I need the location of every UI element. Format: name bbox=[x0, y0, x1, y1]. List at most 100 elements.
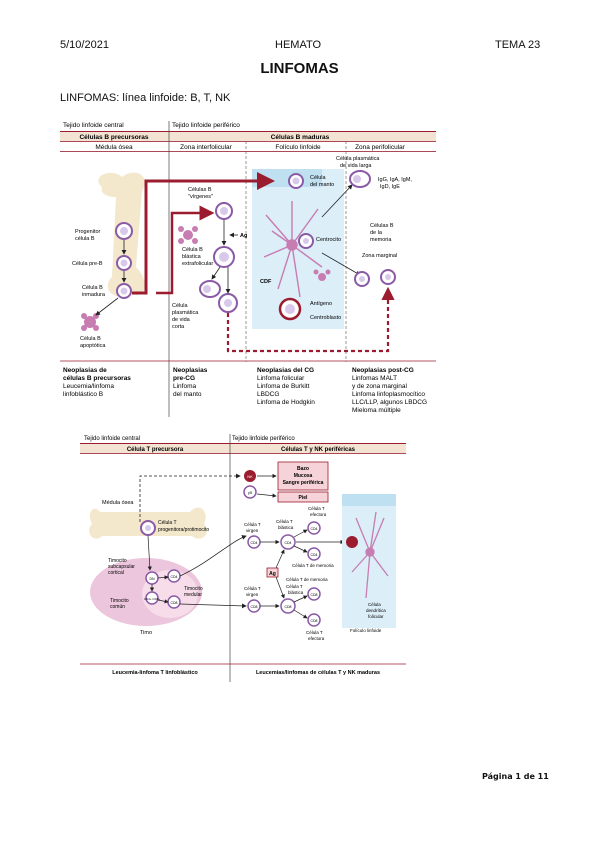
svg-text:CD4: CD4 bbox=[310, 553, 317, 557]
label-plasma-long-2: de vida larga bbox=[340, 163, 372, 169]
neo-postcg-3: y de zona marginal bbox=[352, 383, 407, 390]
fig2-head-peripheral: Células T y NK periféricas bbox=[281, 447, 356, 453]
label-naive2-1: Célula T bbox=[244, 586, 261, 591]
label-follicle: Folículo linfoide bbox=[350, 628, 382, 633]
neo-precursor-1: Neoplasias de bbox=[63, 367, 107, 374]
fig1-head-mature: Células B maduras bbox=[271, 134, 330, 141]
neo-precursor-2: células B precursoras bbox=[63, 375, 131, 382]
header-topic: TEMA 23 bbox=[495, 39, 541, 51]
immature-b-cell bbox=[116, 283, 132, 299]
label-plasma-long-1: Célula plasmática bbox=[336, 156, 380, 162]
gd-t-cell: γδ bbox=[243, 485, 257, 499]
centrocyte bbox=[298, 233, 314, 249]
page-footer: Página 1 de 11 bbox=[482, 772, 549, 781]
page-title: LINFOMAS bbox=[260, 60, 339, 77]
label-thymocyte-1: Timocito bbox=[108, 558, 127, 564]
label-effector2-2: efectora bbox=[308, 636, 325, 641]
label-effector1-2: efectora bbox=[310, 512, 327, 517]
neo-postcg-5: LLC/LLP, algunos LBDCG bbox=[352, 399, 427, 406]
page-subtitle: LINFOMAS: línea linfoide: B, T, NK bbox=[60, 92, 231, 104]
skin-box bbox=[277, 491, 329, 503]
neo-cg-2: Linfoma folicular bbox=[257, 375, 305, 382]
label-medullary-1: Timocito bbox=[184, 586, 203, 592]
neo-precg-2: pre-CG bbox=[173, 375, 195, 382]
label-memory-2: de la bbox=[370, 230, 383, 236]
pre-b-cell bbox=[116, 255, 132, 271]
svg-text:CD8: CD8 bbox=[250, 605, 257, 609]
label-memory-1: Células B bbox=[370, 223, 394, 229]
neo-postcg-1: Neoplasias post-CG bbox=[352, 367, 414, 374]
neo-cg-5: Linfoma de Hodgkin bbox=[257, 399, 315, 406]
label-common-2: común bbox=[110, 604, 125, 610]
dp-thymocyte: CD4+ CD8+ bbox=[144, 591, 161, 605]
neo-cg-4: LBDCG bbox=[257, 391, 279, 398]
fig1-head-precursor: Células B precursoras bbox=[79, 134, 148, 141]
svg-text:CD8: CD8 bbox=[284, 605, 291, 609]
label-marrow: Médula ósea bbox=[102, 500, 134, 506]
neo-cg-3: Linfoma de Burkitt bbox=[257, 383, 310, 390]
header-date: 5/10/2021 bbox=[60, 39, 109, 51]
box-skin: Piel bbox=[299, 495, 309, 501]
cd4-thymocyte: CD4 bbox=[167, 569, 181, 583]
label-blast1-2: blástica bbox=[278, 525, 294, 530]
neo-postcg-6: Mieloma múltiple bbox=[352, 407, 401, 414]
label-blastic-1: Célula B bbox=[182, 247, 203, 253]
label-naive1-2: virgen bbox=[246, 528, 259, 533]
label-antigen: Antígeno bbox=[310, 301, 332, 307]
blastic-b-cell-2 bbox=[218, 293, 238, 313]
neo-precg-3: Linfoma bbox=[173, 383, 197, 390]
label-fdc-3: folicular bbox=[368, 614, 384, 619]
label-naive-1: Células B bbox=[188, 187, 212, 193]
organ-box bbox=[277, 461, 329, 491]
label-thymus: Timo bbox=[140, 630, 152, 636]
long-lived-plasma-cell bbox=[349, 170, 371, 188]
blastic-b-cell bbox=[213, 246, 235, 268]
mantle-cell bbox=[288, 173, 304, 189]
label-blast1-1: Célula T bbox=[276, 519, 293, 524]
fig1-zone-follicle: Folículo linfoide bbox=[275, 144, 321, 151]
t-follicular-dendritic-cell bbox=[351, 511, 389, 599]
antigen-complex bbox=[313, 269, 331, 281]
neo-precg-4: del manto bbox=[173, 391, 202, 398]
dn-thymocyte: DN bbox=[145, 571, 159, 585]
label-naive-2: "vírgenes" bbox=[188, 194, 213, 200]
cd4-naive-cell: CD4 bbox=[247, 535, 261, 549]
label-igs-2: IgD, IgE bbox=[380, 184, 400, 190]
neo-cg-1: Neoplasias del CG bbox=[257, 367, 314, 374]
neo-postcg-4: Linfoma linfoplasmocítico bbox=[352, 391, 425, 398]
cd4-memory-cell: CD4 bbox=[307, 547, 321, 561]
svg-text:DN: DN bbox=[149, 577, 155, 581]
label-plasma-short-2: plasmática bbox=[172, 310, 199, 316]
label-naive1-1: Célula T bbox=[244, 522, 261, 527]
neo-precg-1: Neoplasias bbox=[173, 367, 208, 374]
box-blood: Sangre periférica bbox=[283, 480, 324, 486]
label-marginal: Zona marginal bbox=[362, 253, 397, 259]
cd4-effector-cell: CD4 bbox=[307, 521, 321, 535]
cd4-blast-cell: CD4 bbox=[280, 534, 296, 550]
box-mucosa: Mucosa bbox=[294, 473, 313, 479]
follicular-dendritic-cell bbox=[263, 201, 323, 298]
cd8-memory-cell: CD8 bbox=[307, 587, 321, 601]
label-blastic-2: blástica bbox=[182, 254, 202, 260]
fig2-head-precursor: Célula T precursora bbox=[127, 447, 184, 453]
fig2-top-peripheral: Tejido linfoide periférico bbox=[232, 436, 295, 442]
svg-text:CD8: CD8 bbox=[170, 601, 177, 605]
label-effector2-1: Célula T bbox=[306, 630, 323, 635]
label-igs-1: IgG, IgA, IgM, bbox=[378, 177, 412, 183]
svg-text:γδ: γδ bbox=[248, 490, 253, 495]
label-immature-2: inmadura bbox=[82, 292, 106, 298]
svg-text:CD8: CD8 bbox=[310, 619, 317, 623]
label-fdc-1: Célula bbox=[368, 602, 381, 607]
t-progenitor-cell bbox=[140, 520, 156, 536]
label-memory1: Célula T de memoria bbox=[292, 563, 334, 568]
svg-text:CD4: CD4 bbox=[284, 541, 291, 545]
label-plasma-short-3: de vida bbox=[172, 317, 191, 323]
label-memory-3: memoria bbox=[370, 237, 392, 243]
fig1-top-central: Tejido linfoide central bbox=[63, 122, 124, 129]
svg-text:CD4+ CD8+: CD4+ CD8+ bbox=[144, 597, 161, 601]
svg-text:CD8: CD8 bbox=[310, 593, 317, 597]
fig1-top-peripheral: Tejido linfoide periférico bbox=[172, 122, 240, 129]
svg-text:CD4: CD4 bbox=[310, 527, 317, 531]
ag-box bbox=[266, 567, 279, 578]
fig2-top-central: Tejido linfoide central bbox=[84, 436, 140, 442]
